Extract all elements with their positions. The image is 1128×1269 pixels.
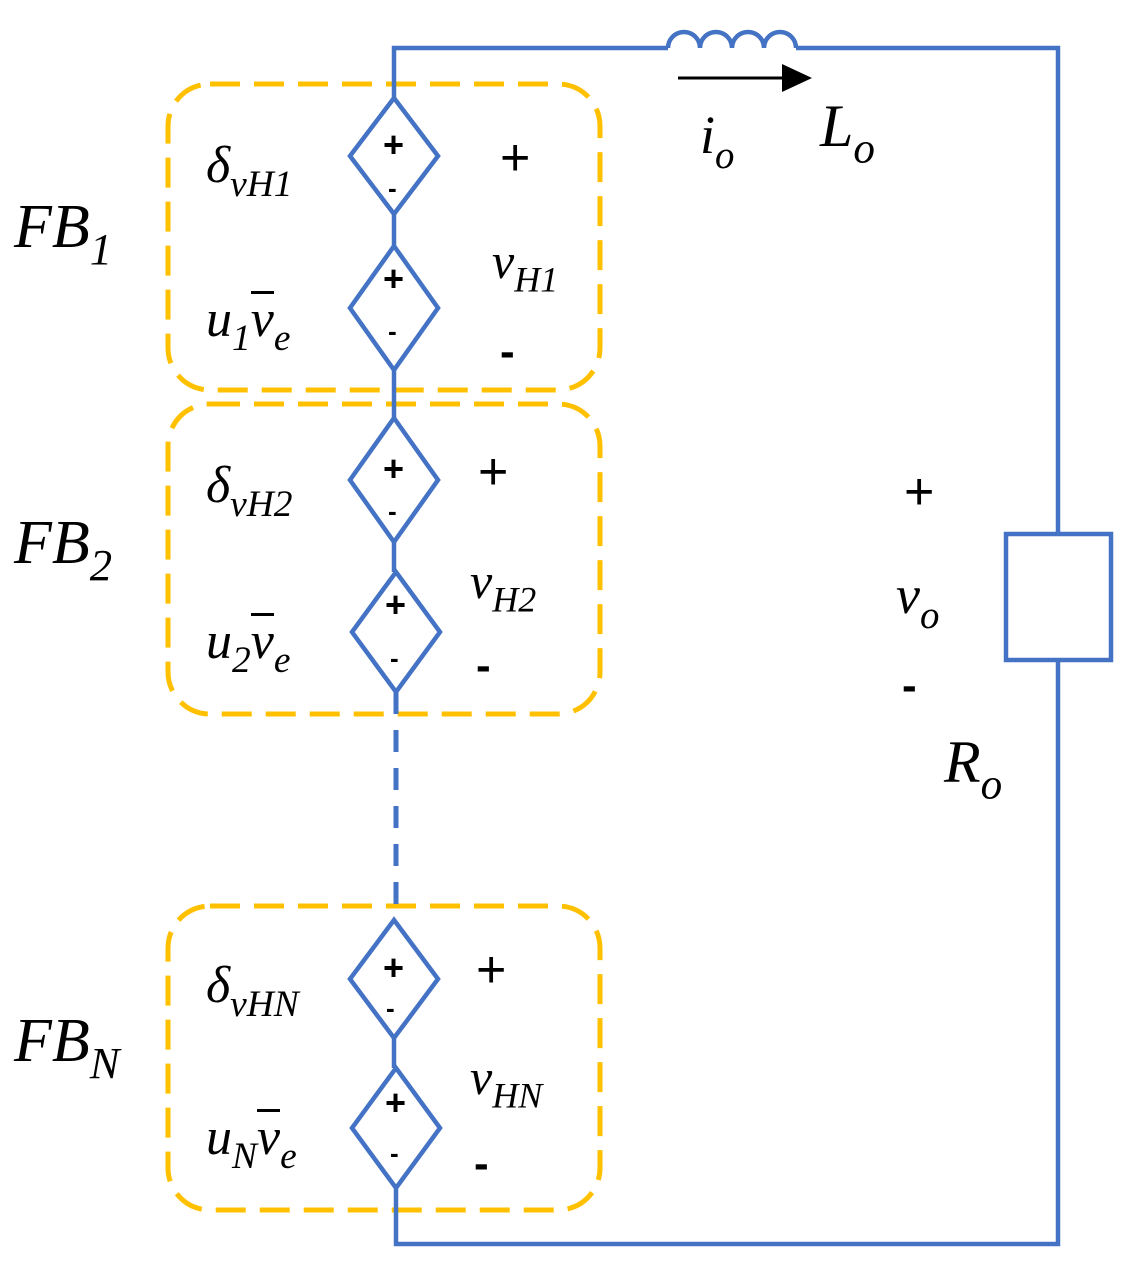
top-wire-left (391, 45, 668, 98)
source-u-fb2 (349, 568, 443, 696)
v-fb1-sub: e (273, 318, 291, 360)
u-fb1-base: u (206, 291, 232, 348)
v-fb2-base: v (250, 613, 274, 670)
fb1-label-base: FB (14, 193, 90, 261)
fb1-label-sub: 1 (89, 223, 113, 274)
v-fbn-base: v (256, 1109, 281, 1166)
source-plus-sign: + (383, 124, 405, 165)
resistor-sub: o (980, 761, 1003, 809)
u-fb2-base: u (206, 613, 232, 670)
fbn-label-sub: N (89, 1037, 120, 1088)
vhn-base: v (470, 1049, 493, 1105)
fb2-label-base: FB (14, 509, 90, 577)
vh1-label: vH1 (492, 236, 558, 298)
overbar (250, 613, 274, 617)
delta-fb1-sub: vH1 (230, 164, 293, 206)
vh2-plus: + (478, 443, 509, 501)
fb2-label: FB2 (14, 512, 112, 588)
source-delta-fbn (347, 916, 441, 1042)
delta-fbn-base: δ (206, 957, 231, 1014)
source-plus-sign: + (383, 947, 405, 988)
vo-plus: + (904, 463, 935, 521)
source-plus-sign: + (385, 584, 407, 625)
source-minus-sign: - (386, 993, 395, 1023)
inductor-sub: o (853, 125, 875, 173)
overbar (256, 1109, 281, 1113)
delta-fbn-label: δvHN (206, 960, 299, 1024)
inductor-coil (665, 29, 799, 49)
current-sub: o (715, 133, 735, 177)
inductor-label: Lo (820, 96, 875, 171)
u-fbn-sub: N (232, 1136, 257, 1178)
vh2-label: vH2 (470, 556, 536, 618)
overbar (250, 291, 274, 295)
current-label: io (700, 108, 734, 176)
source-plus-sign: + (385, 1082, 407, 1123)
vo-base: v (896, 565, 920, 625)
vhn-plus: + (476, 941, 507, 999)
vh2-minus: - (476, 641, 491, 690)
delta-fb2-sub: vH2 (230, 484, 293, 526)
v-bar-fb1: v (250, 291, 274, 348)
current-arrow-head (782, 64, 812, 92)
u-fbn-base: u (206, 1109, 232, 1166)
resistor-body (1003, 531, 1114, 663)
return-wire (393, 660, 1061, 1247)
delta-fb2-label: δvH2 (206, 460, 293, 524)
vh1-base: v (492, 233, 515, 289)
inductor-base: L (820, 93, 854, 159)
resistor-base: R (944, 729, 981, 795)
top-wire-right (796, 45, 1061, 534)
v-fbn-sub: e (280, 1136, 297, 1178)
vo-sub: o (919, 593, 940, 637)
u-fb1-sub: 1 (232, 318, 251, 360)
source-minus-sign: - (390, 643, 399, 673)
fb2-boundary (165, 401, 603, 717)
delta-fb1-label: δvH1 (206, 140, 293, 204)
source-u-fbn (349, 1064, 443, 1192)
fbn-label-base: FB (14, 1007, 90, 1075)
v-bar-fbn: v (256, 1109, 281, 1166)
source-delta-fb2 (347, 414, 441, 546)
vh2-sub: H2 (492, 579, 537, 620)
fb1-label: FB1 (14, 196, 112, 272)
vhn-sub: HN (492, 1075, 543, 1116)
source-plus-sign: + (383, 448, 405, 489)
source-minus-sign: - (388, 316, 397, 346)
source-minus-sign: - (388, 496, 397, 526)
v-fb2-sub: e (273, 640, 291, 682)
vo-label: vo (896, 568, 939, 636)
vhn-minus: - (474, 1139, 489, 1188)
source-u-fb1 (347, 242, 441, 374)
vh1-minus: - (500, 327, 515, 376)
fbn-label: FBN (14, 1010, 120, 1086)
vh1-plus: + (500, 129, 531, 187)
delta-fb1-base: δ (206, 137, 231, 194)
v-fb1-base: v (250, 291, 274, 348)
delta-fbn-sub: vHN (230, 984, 299, 1026)
source-minus-sign: - (388, 173, 397, 203)
current-base: i (700, 105, 716, 165)
fb2-label-sub: 2 (89, 539, 113, 590)
source-minus-sign: - (390, 1138, 399, 1168)
source-plus-sign: + (383, 258, 405, 299)
delta-fb2-base: δ (206, 457, 231, 514)
u-fb2-sub: 2 (232, 640, 251, 682)
v-bar-fb2: v (250, 613, 274, 670)
vhn-label: vHN (470, 1052, 542, 1114)
source-delta-fb1 (347, 94, 441, 218)
vo-minus: - (902, 661, 917, 710)
vh2-base: v (470, 553, 493, 609)
resistor-label: Ro (944, 732, 1002, 807)
vh1-sub: H1 (514, 259, 559, 300)
